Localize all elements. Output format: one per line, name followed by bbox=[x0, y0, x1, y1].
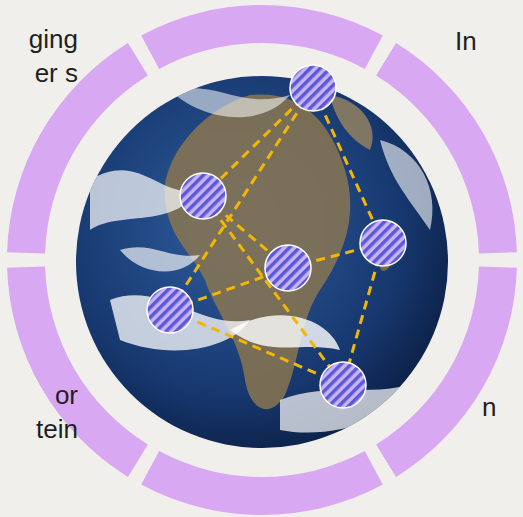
globe-surface bbox=[90, 88, 433, 433]
ring-segment bbox=[141, 5, 383, 69]
segment-label: or tein bbox=[36, 378, 78, 446]
dashed-links bbox=[170, 88, 383, 385]
segmented-ring bbox=[7, 5, 517, 515]
globe bbox=[76, 76, 448, 448]
segment-label: n bbox=[482, 390, 496, 424]
segment-label: In bbox=[455, 24, 477, 58]
striped-markers bbox=[147, 65, 406, 408]
segment-label: ging er s bbox=[29, 22, 78, 90]
ring-segment bbox=[141, 451, 383, 515]
